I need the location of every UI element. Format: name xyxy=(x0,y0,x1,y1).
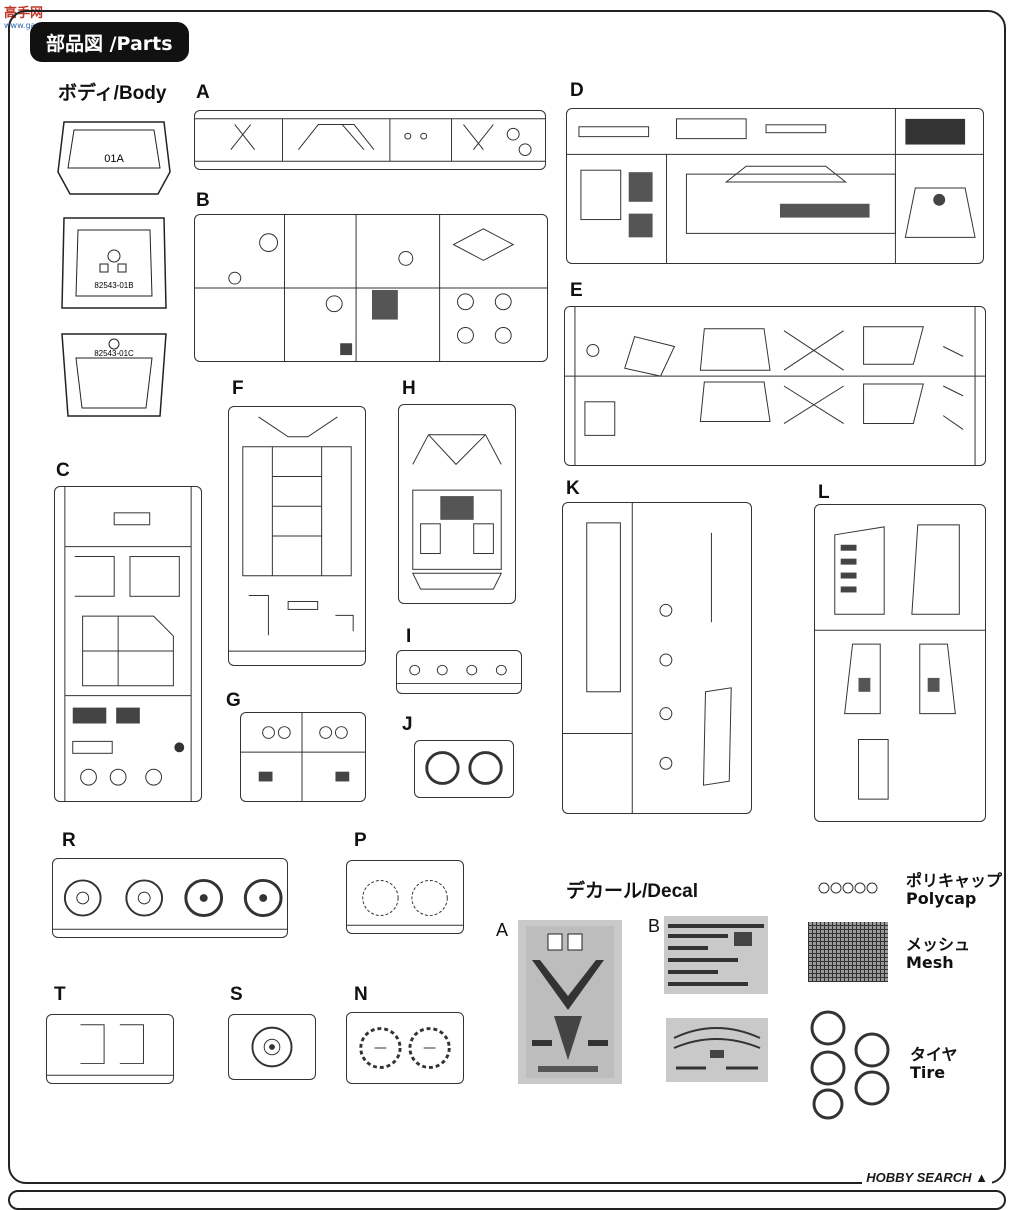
decal-title: デカール/Decal xyxy=(566,881,698,902)
polycap-en: Polycap xyxy=(906,888,977,908)
tire-icon xyxy=(810,1010,890,1120)
sprue-label-n: N xyxy=(354,984,368,1005)
sprue-b xyxy=(194,214,548,362)
body-part-01a-text: 01A xyxy=(104,153,124,165)
tire-jp: タイヤ xyxy=(910,1045,958,1064)
sprue-label-c: C xyxy=(56,460,70,481)
sprue-i xyxy=(396,650,522,694)
sprue-e xyxy=(564,306,986,466)
sprue-d xyxy=(566,108,984,264)
sprue-n xyxy=(346,1012,464,1084)
sprue-label-r: R xyxy=(62,830,76,851)
polycap-jp: ポリキャップ xyxy=(906,871,1003,890)
sprue-label-g: G xyxy=(226,690,241,711)
sprue-label-k: K xyxy=(566,478,580,499)
tire-en: Tire xyxy=(910,1062,946,1082)
sprue-h xyxy=(398,404,516,604)
sprue-a xyxy=(194,110,546,170)
sprue-k xyxy=(562,502,752,814)
sprue-c xyxy=(54,486,202,802)
mesh-icon xyxy=(808,922,888,982)
body-part-01c-text: 82543-01C xyxy=(94,349,134,358)
sprue-r xyxy=(52,858,288,938)
mesh-label: メッシュ Mesh xyxy=(906,936,970,971)
polycap-icon xyxy=(818,882,878,894)
sprue-label-s: S xyxy=(230,984,243,1005)
sprue-label-l: L xyxy=(818,482,830,503)
mesh-en: Mesh xyxy=(906,952,954,972)
sprue-l xyxy=(814,504,986,822)
sprue-label-b: B xyxy=(196,190,210,211)
sprue-label-t: T xyxy=(54,984,66,1005)
page-title: 部品図 /Parts xyxy=(30,22,189,62)
polycap-label: ポリキャップ Polycap xyxy=(906,872,1002,907)
body-part-01b: 82543-01B xyxy=(61,217,167,309)
sprue-g xyxy=(240,712,366,802)
body-part-01a: 01A xyxy=(57,121,171,195)
sprue-j xyxy=(414,740,514,798)
decal-sheet-b-top xyxy=(664,916,768,994)
sprue-label-e: E xyxy=(570,280,583,301)
sprue-label-d: D xyxy=(570,80,584,101)
sprue-p xyxy=(346,860,464,934)
sprue-label-a: A xyxy=(196,82,210,103)
tire-label: タイヤ Tire xyxy=(910,1046,958,1081)
footer-mark: ▲ xyxy=(975,1170,988,1185)
decal-sheet-a-label: A xyxy=(496,920,509,940)
decal-sheet-a xyxy=(518,920,622,1084)
footer-brand: HOBBY SEARCH xyxy=(866,1170,972,1185)
mesh-jp: メッシュ xyxy=(906,935,971,954)
sprue-label-i: I xyxy=(406,626,412,647)
parts-frame xyxy=(8,10,1006,1184)
sprue-label-j: J xyxy=(402,714,413,735)
body-part-01c: 82543-01C xyxy=(61,333,167,417)
sprue-f xyxy=(228,406,366,666)
decal-sheet-b-label: B xyxy=(648,916,661,936)
sprue-label-p: P xyxy=(354,830,367,851)
decal-sheet-b-bottom xyxy=(666,1018,768,1082)
footer-watermark: HOBBY SEARCH ▲ xyxy=(862,1170,992,1185)
sprue-t xyxy=(46,1014,174,1084)
next-page-frame xyxy=(8,1190,1006,1210)
sprue-s xyxy=(228,1014,316,1080)
sprue-label-f: F xyxy=(232,378,244,399)
sprue-label-h: H xyxy=(402,378,416,399)
body-part-01b-text: 82543-01B xyxy=(94,281,133,290)
body-section-title: ボディ/Body xyxy=(58,83,167,104)
